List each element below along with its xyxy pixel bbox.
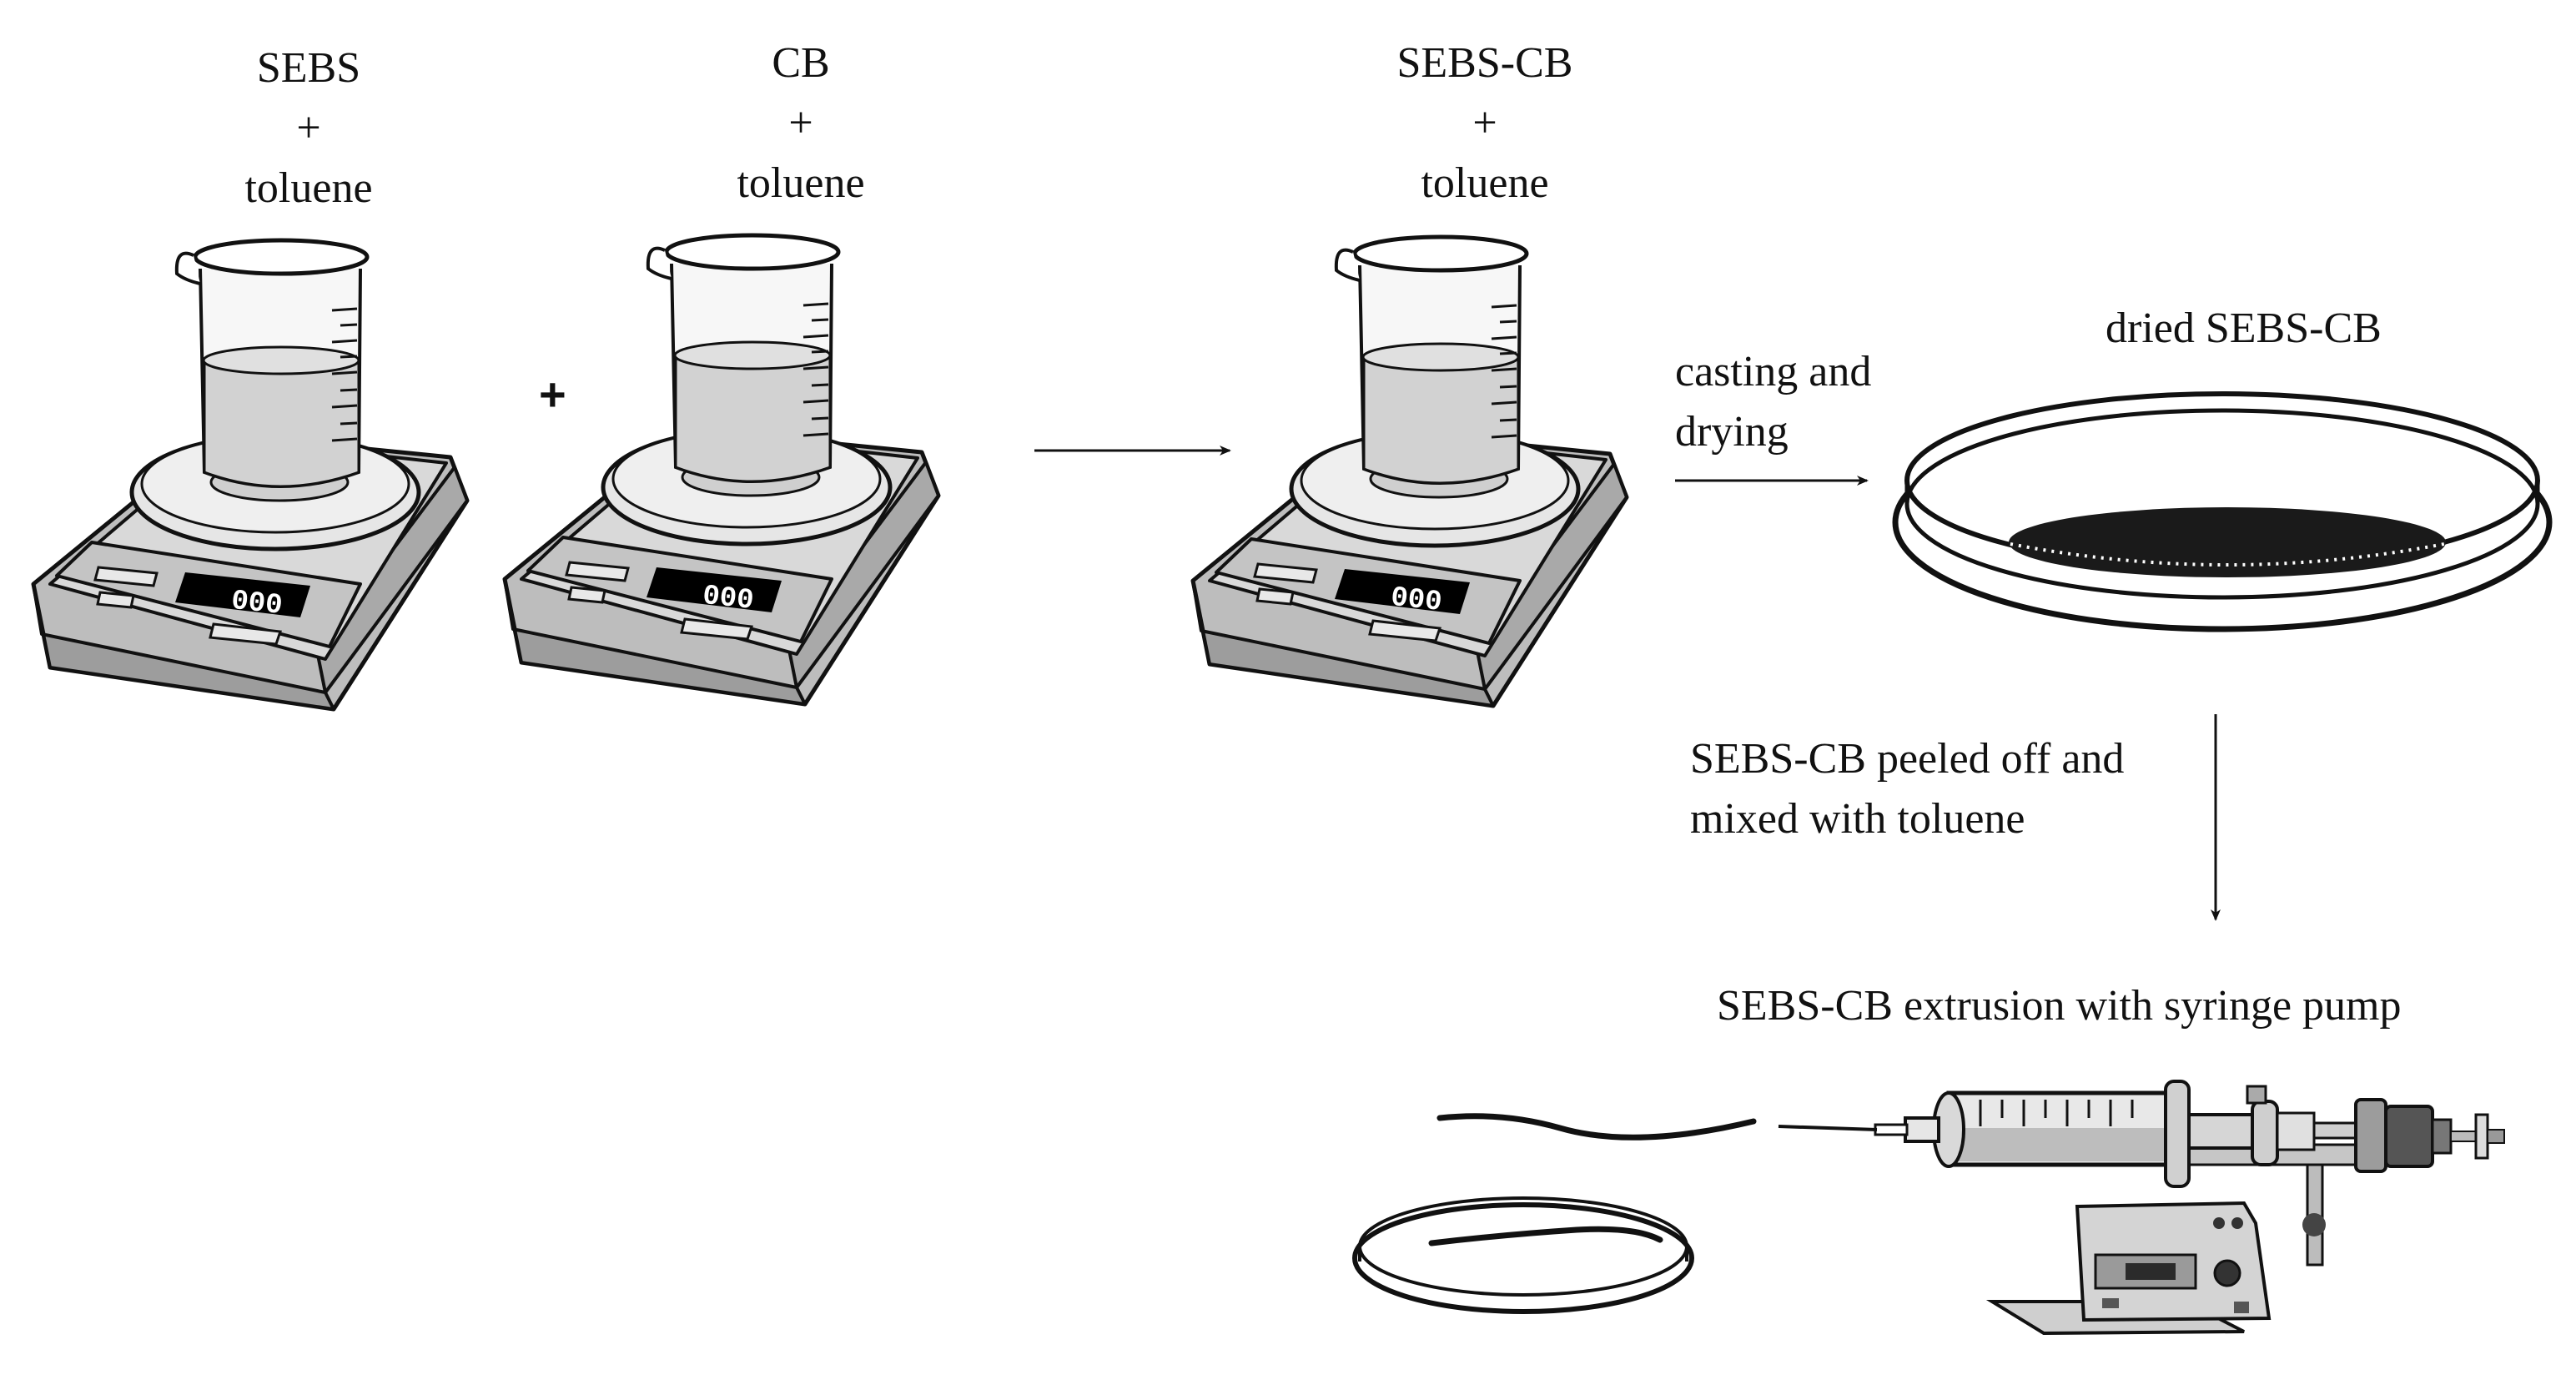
peeled-label-line1: SEBS-CB peeled off and [1690, 735, 2125, 783]
petri-dish-dried [1892, 391, 2553, 632]
cb-toluene-label: CB + toluene [701, 33, 901, 214]
sebs-cb-label-line1: SEBS-CB [1396, 39, 1573, 87]
casting-drying-label: casting and drying [1675, 342, 1871, 462]
plus-sign: + [539, 368, 566, 421]
syringe-pump [1778, 1080, 2505, 1336]
sebs-label-line2: + [296, 104, 321, 152]
balance-sebs [33, 240, 467, 709]
cb-label-line3: toluene [737, 159, 865, 207]
peeled-label-line2: mixed with toluene [1690, 795, 2025, 843]
peeled-mixed-label: SEBS-CB peeled off and mixed with toluen… [1690, 729, 2124, 849]
dried-film [2009, 507, 2446, 577]
extrusion-label: SEBS-CB extrusion with syringe pump [1717, 982, 2402, 1030]
dried-sebs-cb-label: dried SEBS-CB [2106, 305, 2382, 352]
balance-cb [505, 235, 938, 704]
balance-sebs-cb [1193, 237, 1627, 706]
casting-label-line2: drying [1675, 408, 1789, 456]
cb-label-line2: + [788, 99, 813, 147]
casting-label-line1: casting and [1675, 348, 1872, 395]
sebs-label-line1: SEBS [256, 44, 361, 92]
cb-label-line1: CB [772, 39, 830, 87]
collection-dish [1352, 1113, 1757, 1314]
sebs-cb-label-line3: toluene [1421, 159, 1549, 207]
extruded-fiber [1436, 1113, 1757, 1141]
sebs-label-line3: toluene [244, 164, 373, 212]
sebs-toluene-label: SEBS + toluene [209, 38, 409, 219]
sebs-cb-label-line2: + [1472, 99, 1497, 147]
sebs-cb-toluene-label: SEBS-CB + toluene [1360, 33, 1610, 214]
fiber-in-dish [1428, 1226, 1663, 1246]
